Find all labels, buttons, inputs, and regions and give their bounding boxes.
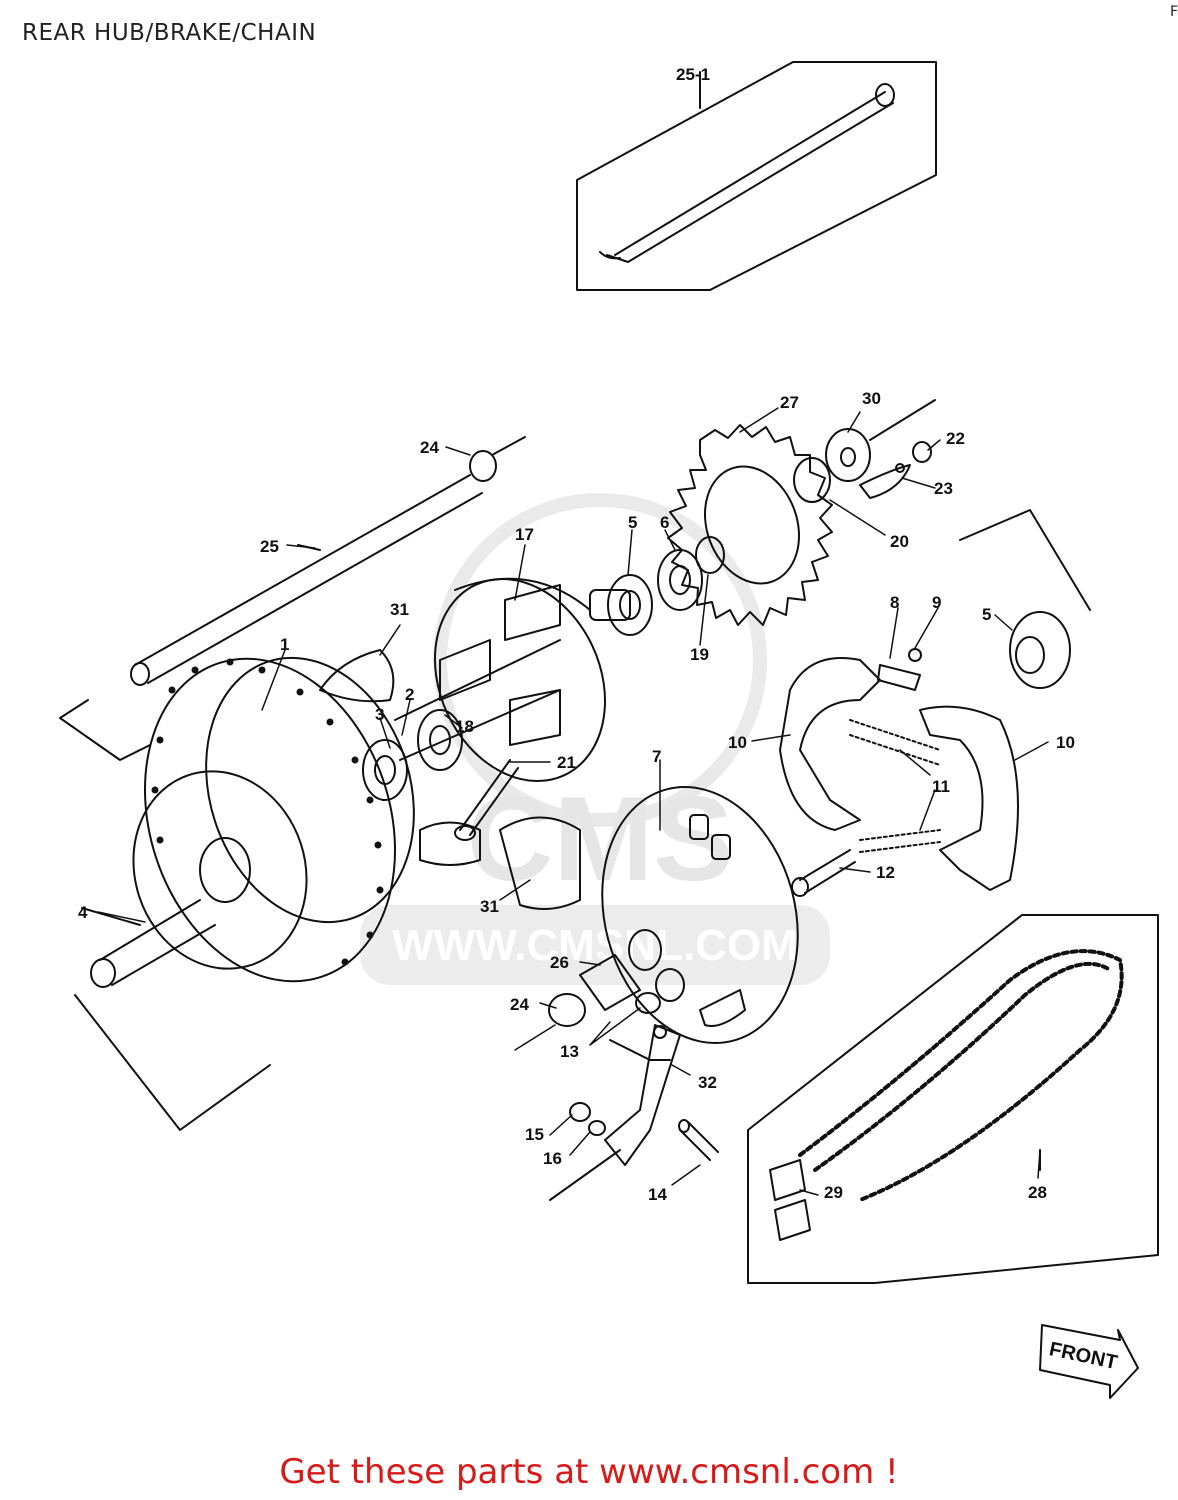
shoe-links bbox=[877, 648, 922, 691]
callout-16: 16 bbox=[543, 1149, 562, 1168]
callout-10-right: 10 bbox=[1056, 733, 1075, 752]
brake-panel bbox=[601, 786, 799, 1044]
lever-nut bbox=[549, 1102, 621, 1201]
callout-21: 21 bbox=[557, 753, 576, 772]
callout-20: 20 bbox=[890, 532, 909, 551]
parts-diagram: WWW.CMSNL.COM CMS bbox=[59, 61, 1159, 1399]
hub-dampers bbox=[319, 649, 581, 910]
callout-26: 26 bbox=[550, 953, 569, 972]
callout-14: 14 bbox=[648, 1185, 667, 1204]
hub-bearings bbox=[362, 536, 725, 801]
chain-inset-box bbox=[747, 914, 1159, 1284]
callout-8: 8 bbox=[890, 593, 899, 612]
rear-hub bbox=[74, 656, 415, 1131]
lever-bolt bbox=[678, 1119, 719, 1161]
callout-13: 13 bbox=[560, 1042, 579, 1061]
sprocket-coupling bbox=[433, 577, 631, 782]
callout-29: 29 bbox=[824, 1183, 843, 1202]
callout-7: 7 bbox=[652, 747, 661, 766]
callout-10: 10 bbox=[728, 733, 747, 752]
callout-17: 17 bbox=[515, 525, 534, 544]
callout-5-right: 5 bbox=[982, 605, 991, 624]
callout-1: 1 bbox=[280, 635, 289, 654]
callout-leaders bbox=[97, 407, 1049, 1196]
panel-bushings bbox=[548, 954, 685, 1027]
callout-31-lower: 31 bbox=[480, 897, 499, 916]
callout-6: 6 bbox=[660, 513, 669, 532]
callout-23: 23 bbox=[934, 479, 953, 498]
brake-side-bearing bbox=[1009, 611, 1071, 689]
watermark-url: WWW.CMSNL.COM bbox=[392, 921, 798, 970]
axle-inset-box bbox=[576, 61, 937, 291]
callout-4: 4 bbox=[78, 903, 88, 922]
callout-25-1: 25-1 bbox=[676, 65, 710, 84]
callout-24-lower: 24 bbox=[510, 995, 529, 1014]
callout-2: 2 bbox=[405, 685, 414, 704]
callout-11: 11 bbox=[932, 777, 950, 796]
callout-15: 15 bbox=[525, 1125, 544, 1144]
front-direction-arrow: FRONT bbox=[1039, 1324, 1139, 1399]
page-title: REAR HUB/BRAKE/CHAIN bbox=[22, 20, 317, 46]
watermark-logo-letters: CMS bbox=[467, 772, 734, 906]
callout-28: 28 bbox=[1028, 1183, 1047, 1202]
callout-32: 32 bbox=[698, 1073, 717, 1092]
brake-lever bbox=[604, 1024, 681, 1166]
sprocket-fasteners bbox=[793, 399, 936, 503]
callout-31: 31 bbox=[390, 600, 409, 619]
callout-30: 30 bbox=[862, 389, 881, 408]
callout-5: 5 bbox=[628, 513, 637, 532]
callout-12: 12 bbox=[876, 863, 895, 882]
brake-cam bbox=[791, 849, 856, 897]
footer-link[interactable]: Get these parts at www.cmsnl.com ! bbox=[279, 1452, 899, 1492]
callout-22: 22 bbox=[946, 429, 965, 448]
callout-24: 24 bbox=[420, 438, 439, 457]
callout-3: 3 bbox=[375, 705, 384, 724]
callout-25: 25 bbox=[260, 537, 279, 556]
watermark-logo: WWW.CMSNL.COM CMS bbox=[360, 493, 830, 985]
callout-labels: 25-1 24 25 17 27 30 22 23 20 5 6 19 31 1… bbox=[78, 65, 1075, 1204]
hub-bolt bbox=[454, 759, 519, 841]
page-corner-mark: F bbox=[1169, 4, 1178, 20]
callout-9: 9 bbox=[932, 593, 941, 612]
callout-27: 27 bbox=[780, 393, 799, 412]
hub-spoke-holes bbox=[151, 658, 384, 966]
rear-sprocket bbox=[667, 424, 833, 626]
callout-19: 19 bbox=[690, 645, 709, 664]
callout-18: 18 bbox=[455, 717, 474, 736]
brake-shoes bbox=[779, 509, 1091, 891]
